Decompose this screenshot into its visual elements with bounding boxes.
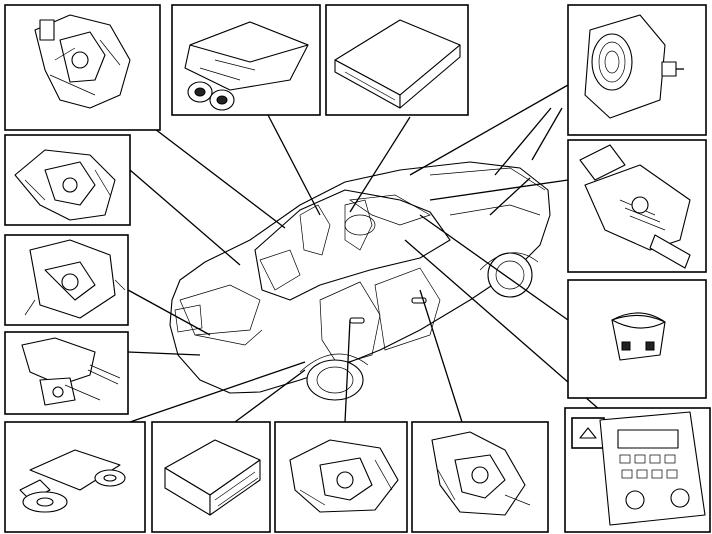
callout-siren [567,4,707,136]
callout-lock-top-left [4,4,161,131]
trunk-latch-icon [21,337,121,406]
door-lock-actuator-icon [34,14,131,109]
door-lock-actuator-icon [24,239,126,319]
callout-lock-bottom-1 [274,421,408,533]
callout-center-console-panel [564,407,711,533]
callout-hood-latch [567,139,707,273]
callout-control-module-with-plug [171,4,321,116]
callout-antenna [4,421,146,533]
control-panel-icon [571,411,706,526]
door-lock-actuator-icon [14,149,116,221]
callout-lock-bottom-2 [411,421,549,533]
door-lock-actuator-icon [431,431,531,516]
control-module-icon [184,21,309,111]
door-lock-actuator-icon [289,439,399,513]
hood-latch-icon [579,144,691,269]
relay-module-icon [164,439,261,516]
callout-push-button [567,279,707,399]
callout-control-module-flat [325,4,469,116]
siren-icon [584,14,684,119]
push-button-icon [611,312,666,361]
control-module-icon [334,19,461,109]
antenna-icon [19,449,126,513]
callout-trunk-latch [4,331,129,415]
callout-lock-left [4,134,131,226]
callout-relay-module [151,421,271,533]
callout-tailgate-lock [4,234,129,326]
car-illustration [169,161,551,401]
